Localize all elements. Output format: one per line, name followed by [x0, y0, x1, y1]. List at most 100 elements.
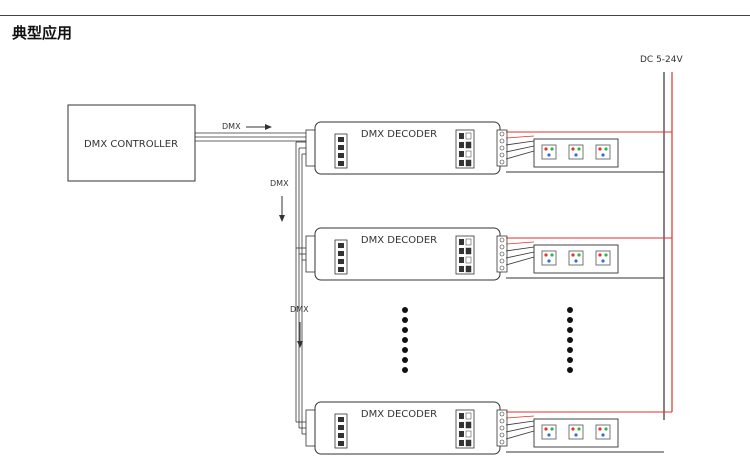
dmx-decoder-unit: DMX DECODER [296, 121, 672, 175]
continuation-dot [402, 317, 408, 323]
terminal-screw [499, 152, 505, 158]
terminal-screw [499, 138, 505, 144]
led-blue [547, 433, 551, 437]
terminal-screw [499, 418, 505, 424]
output-wire [505, 135, 535, 139]
terminal-screw [499, 237, 505, 243]
led-red [598, 427, 602, 431]
dip-switch-key [465, 132, 472, 140]
dip-switch-key [459, 151, 464, 157]
led-chip [595, 250, 611, 266]
arrow-right-icon [246, 124, 272, 130]
led-green [550, 427, 554, 431]
output-wire [505, 241, 535, 245]
arrow-down-icon [297, 322, 303, 348]
dmx-signal-label-3: DMX [290, 305, 309, 314]
dip-switch-key [459, 266, 464, 272]
terminal-screw [499, 131, 505, 137]
output-wire [505, 430, 535, 440]
terminal-screw [499, 425, 505, 431]
input-connector [334, 413, 348, 449]
dip-switch-key [465, 430, 472, 438]
dip-switch-key [465, 141, 472, 149]
led-green [604, 253, 608, 257]
dip-switch-key [459, 239, 464, 245]
power-supply-label: DC 5-24V [640, 55, 684, 65]
led-blue [574, 153, 578, 157]
terminal-screw [499, 432, 505, 438]
continuation-dot [402, 307, 408, 313]
terminal-screw [499, 251, 505, 257]
section-heading: 典型应用 [12, 24, 73, 42]
led-red [544, 427, 548, 431]
led-red [598, 253, 602, 257]
continuation-dot [402, 337, 408, 343]
connector-pin [338, 267, 344, 272]
connector-pin [338, 425, 344, 430]
dmx-controller: DMX CONTROLLER [67, 104, 196, 182]
led-green [604, 427, 608, 431]
connector-pin [338, 259, 344, 264]
continuation-dots [402, 307, 573, 373]
terminal-screw [499, 411, 505, 417]
output-wire [505, 415, 535, 419]
input-connector [334, 239, 348, 275]
dip-switch-key [459, 142, 464, 148]
connector-pin [338, 161, 344, 166]
terminal-screw [499, 265, 505, 271]
dip-switch [455, 409, 475, 449]
led-green [577, 427, 581, 431]
led-green [550, 253, 554, 257]
continuation-dot [402, 357, 408, 363]
led-blue [547, 153, 551, 157]
arrow-down-icon [279, 196, 285, 222]
continuation-dot [402, 367, 408, 373]
dip-switch-key [465, 247, 472, 255]
led-red [571, 147, 575, 151]
dip-switch-key [465, 159, 472, 167]
connector-pin [338, 441, 344, 446]
led-chip [568, 144, 584, 160]
dip-switch-key [465, 256, 472, 264]
dmx-signal-label-2: DMX [270, 179, 289, 188]
power-rails [663, 72, 673, 420]
led-blue [601, 433, 605, 437]
terminal-screw [499, 244, 505, 250]
led-chip [568, 424, 584, 440]
dmx-decoder-label: DMX DECODER [361, 129, 437, 140]
led-blue [547, 259, 551, 263]
continuation-dot [567, 337, 573, 343]
dmx-decoder-unit: DMX DECODER [296, 401, 672, 455]
led-green [550, 147, 554, 151]
led-green [577, 253, 581, 257]
led-chip [595, 424, 611, 440]
dip-switch-key [459, 413, 464, 419]
terminal-screw [499, 258, 505, 264]
dip-switch-key [465, 150, 472, 158]
continuation-dot [402, 347, 408, 353]
dip-switch-key [465, 265, 472, 273]
continuation-dot [567, 367, 573, 373]
dmx-decoder-label: DMX DECODER [361, 235, 437, 246]
led-green [604, 147, 608, 151]
output-wire [505, 425, 535, 433]
connector-pin [338, 417, 344, 422]
led-red [598, 147, 602, 151]
output-wire [505, 246, 535, 252]
led-chip [541, 424, 557, 440]
led-chip [595, 144, 611, 160]
connector-pin [338, 137, 344, 142]
dip-switch-key [465, 421, 472, 429]
dip-switch [455, 235, 475, 275]
continuation-dot [567, 347, 573, 353]
continuation-dot [567, 307, 573, 313]
output-wire [505, 140, 535, 146]
output-wire [505, 420, 535, 426]
output-wire [505, 251, 535, 259]
connector-pin [338, 433, 344, 438]
dip-switch-key [459, 257, 464, 263]
terminal-screw [499, 439, 505, 445]
continuation-dot [567, 357, 573, 363]
led-chip [568, 250, 584, 266]
